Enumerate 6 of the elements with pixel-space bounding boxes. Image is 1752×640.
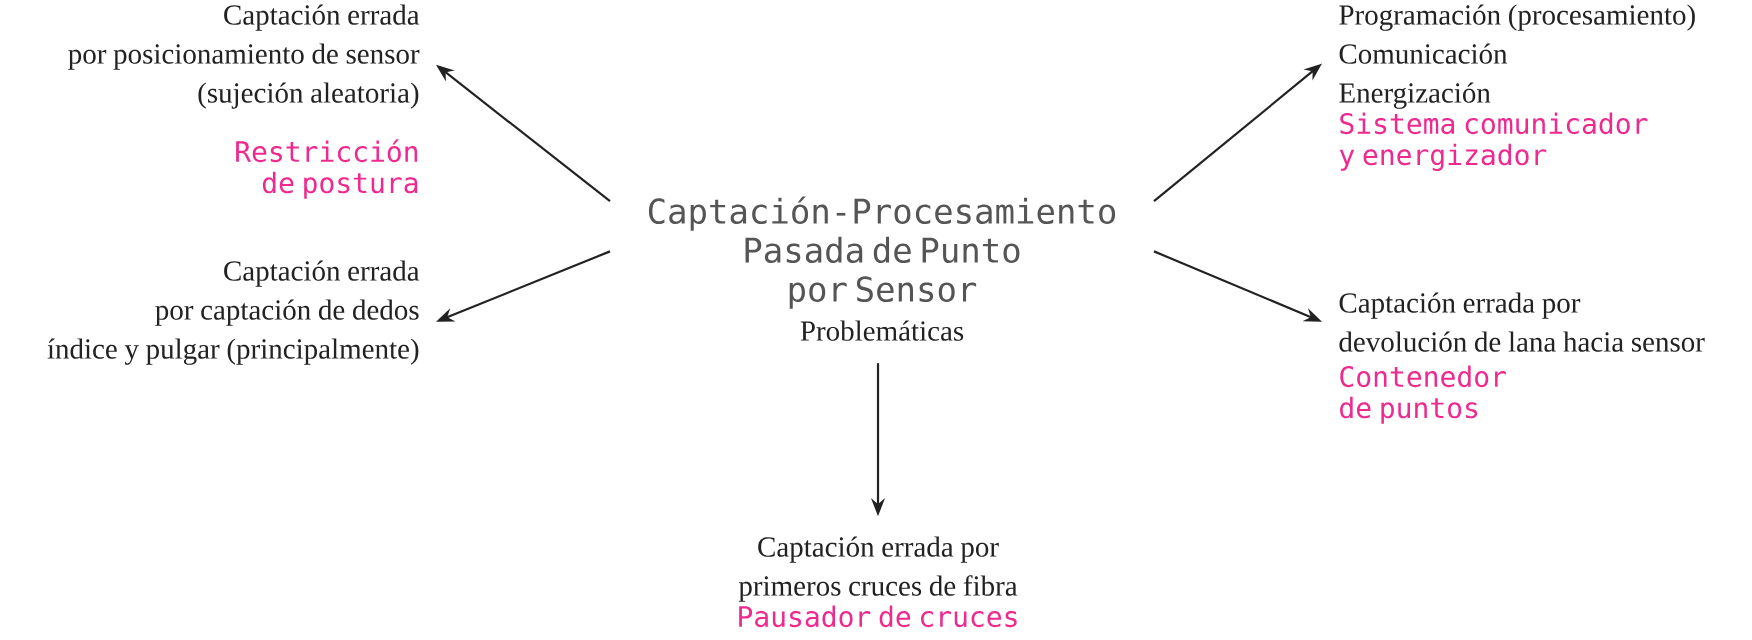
problem-label: Captación errada por captación de dedos índice y pulgar (principalmente) — [47, 260, 420, 365]
problem-label: Programación (procesamiento) Comunicación Energización Sistema comunicador y energizador — [1339, 4, 1695, 171]
problem-label: Captación errada por posicionamiento de sensor (sujeción aleatoria) Restricción de postura — [68, 4, 420, 199]
central-topic: Captación-Procesamiento Pasada de Punto por Sensor Problemáticas — [648, 196, 1116, 341]
problem-label: Captación errada por devolución de lana hacia sensor Contenedor de puntos — [1339, 292, 1705, 424]
problem-label: Captación errada por primeros cruces de fibra Pausador de cruces — [738, 536, 1018, 628]
